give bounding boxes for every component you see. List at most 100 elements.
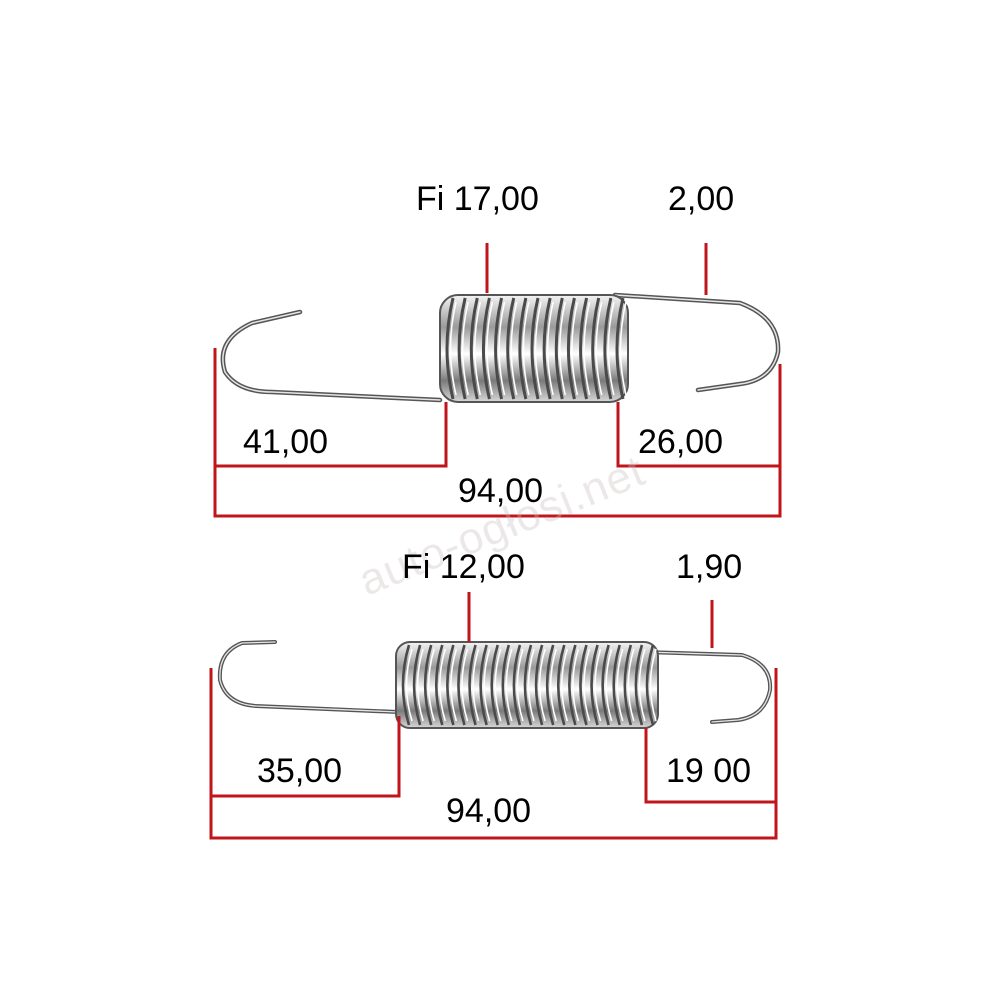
top-total-length-line: [213, 466, 782, 518]
top-left-length-line: [213, 348, 448, 468]
coil-turn-highlight: [583, 301, 591, 396]
coil-turn: [446, 644, 455, 726]
bottom-spring-left-hook: [217, 640, 400, 714]
coil-turn: [479, 644, 488, 726]
coil-turn: [591, 297, 601, 400]
top-right-length-line: [616, 364, 782, 468]
coil-turn-highlight: [619, 301, 627, 396]
coil-turn-highlight: [449, 301, 457, 396]
coil-turn-highlight: [505, 648, 513, 722]
coil-turn: [601, 644, 610, 726]
coil-turn: [494, 297, 504, 400]
coil-turn: [612, 644, 621, 726]
coil-turn-highlight: [594, 648, 602, 722]
coil-turn-highlight: [605, 648, 613, 722]
coil-turn: [457, 297, 467, 400]
top-wire-diameter-label: 2,00: [668, 180, 735, 218]
coil-turn-highlight: [516, 648, 524, 722]
bottom-wire-diameter-label: 1,90: [676, 548, 743, 586]
coil-turn: [501, 644, 511, 726]
coil-turn: [457, 644, 466, 726]
coil-turn: [530, 297, 540, 400]
coil-turn: [579, 644, 588, 726]
coil-turn: [412, 644, 422, 726]
top-spring-left-hook: [220, 309, 443, 403]
bottom-spring-right-hook: [643, 650, 773, 724]
coil-turn-highlight: [473, 301, 482, 396]
top-spring-right-hook-highlight: [614, 294, 779, 391]
coil-turn: [490, 644, 499, 726]
top-left-length-label: 41,00: [243, 423, 329, 461]
coil-turn-highlight: [527, 648, 535, 722]
coil-turn: [423, 644, 433, 726]
coil-turn-highlight: [595, 301, 603, 396]
coil-turn-highlight: [483, 648, 491, 722]
coil-turn-highlight: [534, 301, 542, 396]
coil-turn-highlight: [649, 648, 657, 722]
coil-turn: [523, 644, 533, 726]
coil-turn: [556, 644, 566, 726]
coil-turn: [434, 644, 444, 726]
coil-turn-highlight: [627, 648, 635, 722]
bottom-spring: [217, 640, 773, 729]
coil-turn-highlight: [561, 648, 569, 722]
coil-turn-highlight: [571, 301, 579, 396]
coil-turn: [506, 297, 516, 400]
coil-turn: [554, 297, 564, 400]
bottom-coil-diameter-label: Fi 12,00: [402, 548, 525, 586]
coil-turn: [445, 297, 455, 400]
bottom-spring-right-hook-highlight: [644, 651, 771, 723]
top-spring-left-hook-highlight: [222, 311, 441, 401]
bottom-right-length-label: 19 00: [666, 752, 752, 790]
coil-turn-highlight: [450, 648, 458, 722]
coil-turn-highlight: [461, 301, 469, 396]
coil-turn: [615, 297, 625, 400]
coil-turn: [518, 297, 528, 400]
coil-turn: [534, 644, 544, 726]
coil-turn: [468, 644, 477, 726]
coil-turn-highlight: [486, 301, 494, 396]
coil-turn-highlight: [405, 648, 413, 722]
bottom-dimension-lines: [209, 592, 778, 840]
coil-turn-highlight: [416, 648, 424, 722]
coil-turn: [579, 297, 589, 400]
coil-turn-highlight: [607, 301, 615, 396]
top-spring: [220, 292, 781, 403]
coil-turn: [634, 644, 644, 726]
bottom-total-length-label: 94,00: [446, 792, 532, 830]
bottom-right-length-line: [644, 668, 778, 804]
coil-turn: [401, 644, 411, 726]
coil-turn-highlight: [558, 301, 567, 396]
top-right-length-label: 26,00: [638, 423, 724, 461]
coil-turn: [623, 644, 633, 726]
coil-turn-highlight: [498, 301, 506, 396]
bottom-spring-coil-turns: [401, 644, 657, 726]
coil-turn-highlight: [510, 301, 518, 396]
coil-turn-highlight: [439, 648, 447, 722]
coil-turn-highlight: [549, 648, 557, 722]
top-total-length-label: 94,00: [458, 472, 544, 510]
coil-turn-highlight: [494, 648, 502, 722]
coil-turn-highlight: [546, 301, 554, 396]
bottom-left-length-label: 35,00: [257, 752, 343, 790]
coil-turn-highlight: [461, 648, 469, 722]
coil-turn: [568, 644, 577, 726]
coil-turn-highlight: [538, 648, 546, 722]
coil-turn-highlight: [472, 648, 480, 722]
coil-turn-highlight: [427, 648, 435, 722]
coil-turn-highlight: [522, 301, 530, 396]
coil-turn: [566, 297, 576, 400]
coil-turn: [603, 297, 613, 400]
coil-turn: [542, 297, 552, 400]
coil-turn: [590, 644, 599, 726]
coil-turn-highlight: [616, 648, 624, 722]
top-coil-diameter-label: Fi 17,00: [416, 180, 539, 218]
bottom-total-length-line: [209, 796, 778, 840]
coil-turn-highlight: [572, 648, 580, 722]
bottom-spring-left-hook-highlight: [219, 641, 399, 713]
bottom-left-length-line: [209, 668, 401, 798]
coil-turn-highlight: [638, 648, 646, 722]
coil-turn: [645, 644, 655, 726]
